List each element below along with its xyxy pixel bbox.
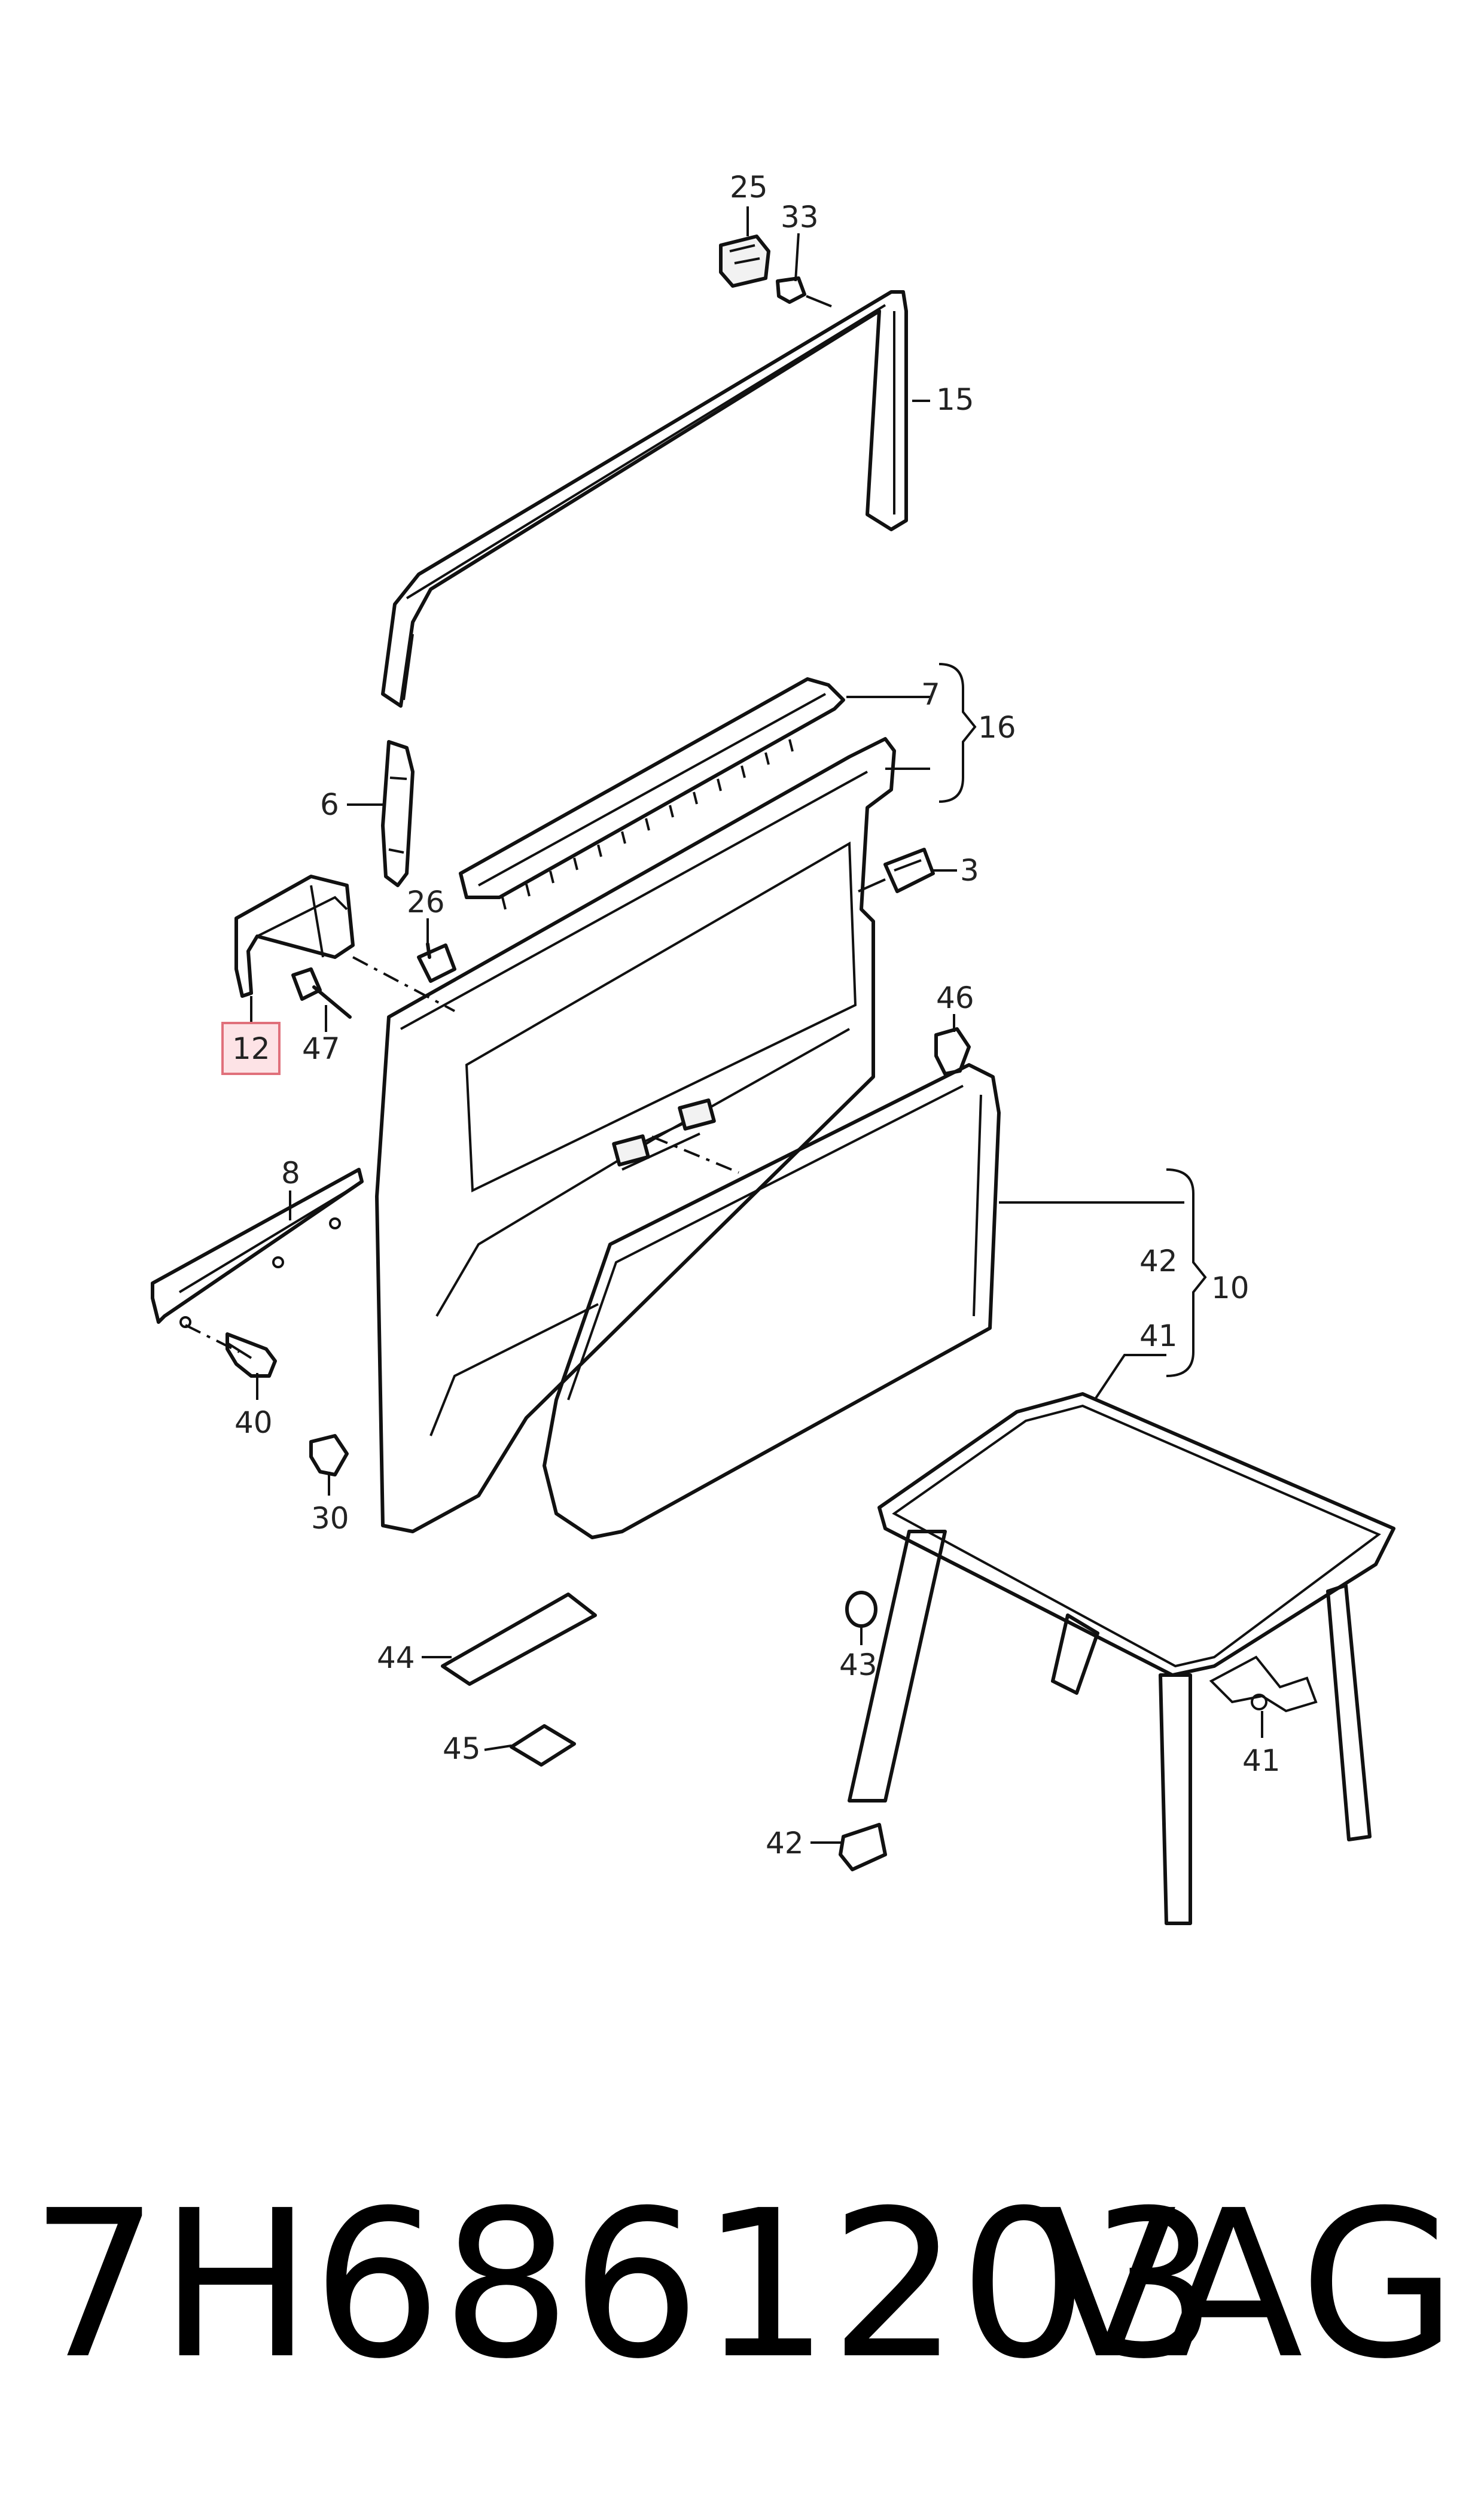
part-42-foot-clip [839,1823,887,1871]
part-15-window-seal [381,290,908,708]
callout-41-lower: 41 [1242,1743,1281,1778]
callout-40: 40 [234,1405,273,1440]
callout-41-upper: 41 [1139,1319,1178,1353]
part-7-trim-strip [459,677,845,910]
callout-43: 43 [839,1648,877,1682]
dash-line-8 [185,1324,240,1353]
callout-8: 8 [281,1156,300,1191]
part-3-cap [883,848,935,893]
part-40-bolt [226,1332,277,1378]
part-41-spring [1209,1655,1318,1713]
parts-diagram: 25 33 15 7 16 6 26 3 12 47 46 8 42 10 41… [151,170,1395,1925]
callout-47: 47 [302,1031,340,1066]
part-3-guide [858,878,886,893]
part-44-label [441,1593,597,1686]
callout-7: 7 [921,677,940,712]
part-42-door-pad [543,1063,1001,1539]
part-number-label: 7H6861203 [30,2167,1218,2404]
part-25-clip [719,235,770,288]
part-6-pillar-trim [381,740,415,887]
callout-45: 45 [443,1731,481,1766]
callout-16: 16 [978,710,1016,745]
part-47-pin [291,967,352,1019]
dash-line-12 [352,956,455,1012]
leader-33-dash [806,295,832,307]
part-8-rail [151,1168,364,1328]
footer: 7H6861203 VAG [0,2184,1484,2435]
leader-lines [250,206,1263,1844]
callout-3: 3 [960,853,979,888]
callout-33: 33 [781,200,819,235]
dash-line-panel [651,1135,739,1174]
part-33-clip [776,276,806,304]
part-12-bracket [234,875,355,998]
part-41-table [848,1392,1395,1925]
part-45-label [510,1724,576,1767]
callout-6: 6 [320,787,339,822]
brand-label: VAG [1038,2167,1457,2404]
callout-12: 12 [232,1031,270,1066]
part-30-clip [309,1434,349,1476]
callout-25: 25 [730,170,768,205]
part-26-clip [417,942,456,983]
callout-44: 44 [377,1640,415,1675]
callout-42-upper: 42 [1139,1244,1178,1278]
callout-15: 15 [936,382,974,417]
door-panel [375,737,896,1533]
callout-30: 30 [311,1501,349,1536]
part-43-cap [845,1591,877,1628]
callout-46: 46 [936,981,974,1015]
highlight-box-12 [221,1022,281,1075]
callout-26: 26 [407,885,445,919]
callout-42-lower: 42 [766,1826,804,1861]
callout-10: 10 [1211,1271,1250,1305]
